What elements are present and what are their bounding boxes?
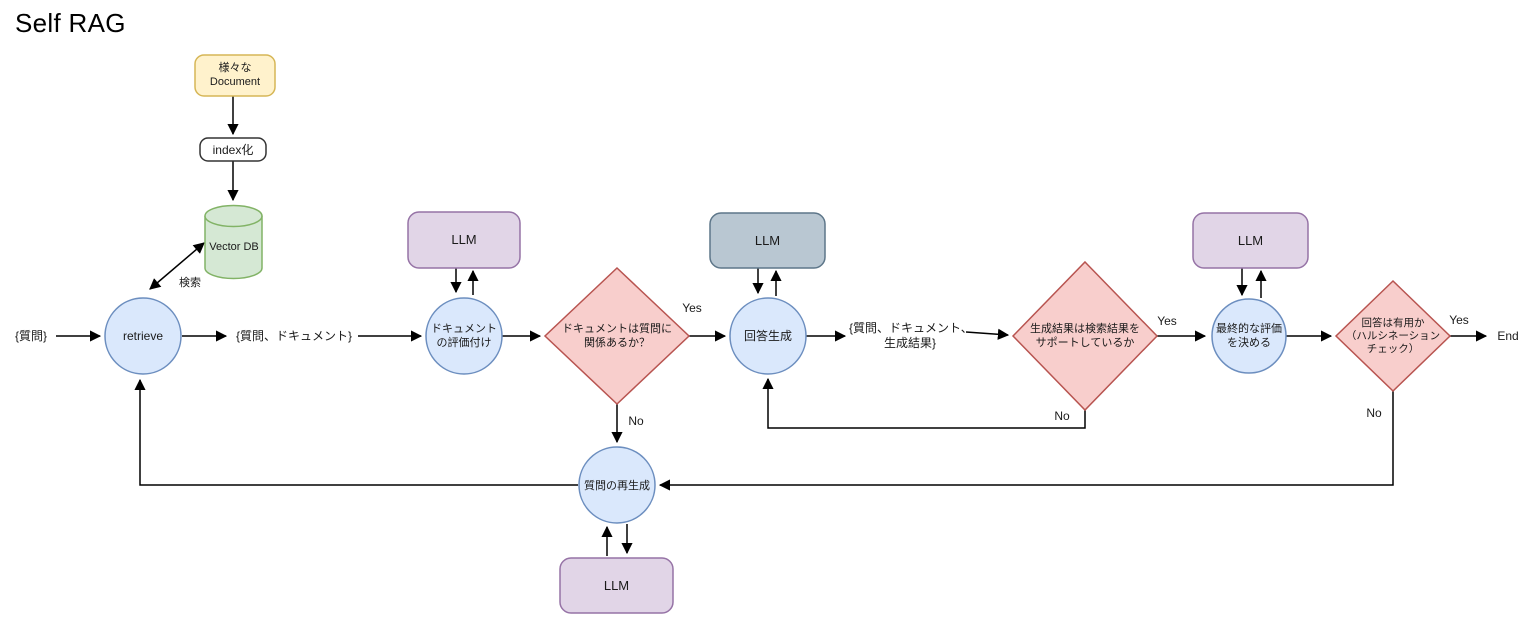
doc-source-line1: 様々な bbox=[218, 62, 252, 74]
regenerate-label: 質問の再生成 bbox=[584, 480, 650, 492]
edge-regenerate-to-retrieve-loop bbox=[134, 378, 578, 486]
llm-generate-node bbox=[709, 212, 826, 269]
edge-support-no-loop bbox=[762, 377, 1086, 429]
llm-regenerate-label: LLM bbox=[603, 578, 630, 593]
doc-source-node bbox=[194, 54, 276, 97]
edge-retrieve-vectordb-search bbox=[149, 242, 205, 290]
relevance-check-label: ドキュメントは質問に 関係あるか？ bbox=[545, 322, 689, 350]
support-yes-label: Yes bbox=[1157, 314, 1177, 328]
final-eval-line2: を決める bbox=[1227, 337, 1271, 349]
vector-db-cylinder bbox=[204, 204, 263, 280]
llm-generate-label: LLM bbox=[754, 233, 781, 248]
support-check-line1: 生成結果は検索結果を bbox=[1030, 323, 1140, 335]
llm-grade-node bbox=[407, 211, 521, 269]
diagram-title: Self RAG bbox=[15, 8, 126, 38]
retrieve-node bbox=[104, 297, 182, 375]
grade-docs-node bbox=[425, 297, 503, 375]
useful-check-label: 回答は有用か （ハルシネーション チェック） bbox=[1336, 317, 1450, 356]
generate-node bbox=[729, 297, 807, 375]
relevance-yes-label: Yes bbox=[682, 301, 702, 315]
llm-grade-label: LLM bbox=[451, 232, 477, 247]
llm-final-node bbox=[1192, 212, 1309, 269]
useful-check-line3: チェック） bbox=[1366, 343, 1420, 355]
relevance-check-line2: 関係あるか？ bbox=[584, 337, 650, 349]
regenerate-node bbox=[578, 446, 656, 524]
question-edge-label: {質問} bbox=[14, 329, 48, 343]
support-no-label: No bbox=[1054, 409, 1070, 423]
support-check-diamond bbox=[1011, 260, 1159, 412]
final-eval-line1: 最終的な評価 bbox=[1216, 323, 1282, 335]
relevance-check-diamond bbox=[543, 266, 691, 406]
edge-useful-no-loop bbox=[658, 391, 1394, 491]
support-check-label: 生成結果は検索結果を サポートしているか bbox=[1013, 322, 1157, 350]
grade-docs-line2: の評価付け bbox=[436, 337, 492, 349]
llm-regenerate-node bbox=[559, 557, 674, 614]
end-label: End bbox=[1497, 329, 1519, 343]
useful-check-line2: （ハルシネーション bbox=[1345, 330, 1441, 342]
qdr-line2: 生成結果} bbox=[883, 336, 936, 350]
final-eval-label: 最終的な評価 を決める bbox=[1210, 322, 1288, 350]
grade-docs-label: ドキュメント の評価付け bbox=[420, 322, 508, 350]
grade-docs-line1: ドキュメント bbox=[431, 323, 497, 335]
useful-yes-label: Yes bbox=[1449, 313, 1469, 327]
qdr-line1: {質問、ドキュメント、 bbox=[849, 321, 973, 335]
qdr-edge-label: {質問、ドキュメント、 生成結果} bbox=[849, 321, 973, 351]
index-node bbox=[199, 137, 267, 162]
llm-final-label: LLM bbox=[1237, 233, 1264, 248]
doc-source-label: 様々な Document bbox=[195, 61, 275, 89]
generate-label: 回答生成 bbox=[743, 329, 792, 343]
retrieve-label: retrieve bbox=[122, 329, 163, 343]
final-eval-node bbox=[1211, 298, 1287, 374]
edge-qdr-to-support bbox=[965, 328, 1010, 340]
support-check-line2: サポートしているか bbox=[1035, 337, 1135, 349]
vector-db-label: Vector DB bbox=[209, 241, 259, 253]
relevance-no-label: No bbox=[628, 414, 644, 428]
useful-no-label: No bbox=[1366, 406, 1382, 420]
question-document-edge-label: {質問、ドキュメント} bbox=[235, 329, 353, 343]
useful-check-line1: 回答は有用か bbox=[1361, 317, 1425, 329]
useful-check-diamond bbox=[1334, 279, 1452, 393]
search-edge-label: 検索 bbox=[179, 277, 201, 289]
relevance-check-line1: ドキュメントは質問に bbox=[562, 323, 672, 335]
index-label: index化 bbox=[212, 143, 254, 157]
doc-source-line2: Document bbox=[209, 76, 261, 88]
